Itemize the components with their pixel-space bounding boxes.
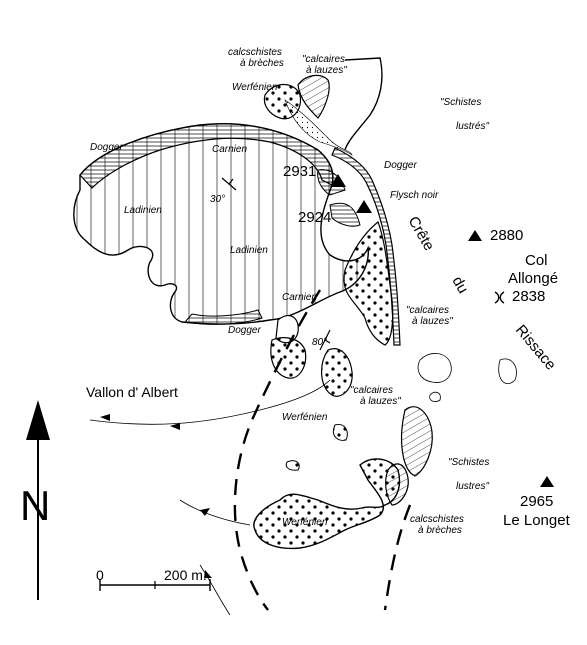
label-du: du: [449, 274, 472, 297]
label-crete: Crête: [405, 214, 438, 254]
upper-formations: [263, 57, 383, 156]
label-col: Col: [525, 252, 548, 269]
label-peak-2931: 2931: [283, 163, 316, 180]
label-rissace: Rissace: [512, 322, 559, 374]
label-werfenien-low: Werfénien: [282, 517, 328, 528]
label-werfenien-top: Werfénien: [232, 82, 278, 93]
scale-label-0: 0: [96, 567, 104, 583]
north-letter: N: [20, 482, 50, 529]
label-allonge: Allongé: [508, 270, 558, 287]
peak-markers: [330, 174, 554, 487]
label-ladinien-center: Ladinien: [230, 245, 268, 256]
label-dip-30: 30°: [210, 194, 225, 205]
stream-lines: [89, 353, 517, 616]
label-col-2838: 2838: [512, 288, 545, 305]
label-peak-2965: 2965: [520, 493, 553, 510]
small-bodies: [270, 315, 433, 477]
dip-symbols: [221, 177, 331, 351]
label-dip-80: 80°: [312, 337, 327, 348]
label-flysch-noir: Flysch noir: [390, 190, 439, 201]
col-icon: [494, 291, 505, 304]
fault-lines: [233, 289, 412, 611]
werfenien-lower: [253, 458, 409, 550]
carnien-rim: [79, 123, 334, 325]
werfenien-crest: [343, 221, 394, 346]
label-vallon: Vallon d' Albert: [86, 384, 178, 400]
peak-2880-icon: [468, 230, 482, 241]
stream-arrow: [200, 508, 210, 516]
label-ladinien-left: Ladinien: [124, 205, 162, 216]
label-peak-2924: 2924: [298, 209, 331, 226]
label-dogger-right: Dogger: [384, 160, 417, 171]
label-le-longet: Le Longet: [503, 512, 571, 529]
label-dogger-bottom: Dogger: [228, 325, 261, 336]
peak-2931-icon: [330, 174, 346, 187]
label-dogger-left: Dogger: [90, 142, 123, 153]
label-carnien-bottom: Carnien: [282, 292, 317, 303]
stream-arrow: [100, 414, 110, 421]
stream-arrow: [204, 570, 212, 578]
label-peak-2880: 2880: [490, 227, 523, 244]
peak-2965-icon: [540, 476, 554, 487]
scale-bar: [99, 579, 211, 591]
stream-arrow: [170, 423, 180, 430]
north-arrow-icon: [26, 400, 50, 440]
label-werfenien-mid: Werfénien: [282, 412, 328, 423]
peak-2924-icon: [356, 200, 372, 213]
label-carnien-top: Carnien: [212, 144, 247, 155]
north-arrow: [26, 400, 50, 600]
scale-label-200: 200 m.: [164, 567, 207, 583]
crete-ridge: [317, 147, 401, 346]
